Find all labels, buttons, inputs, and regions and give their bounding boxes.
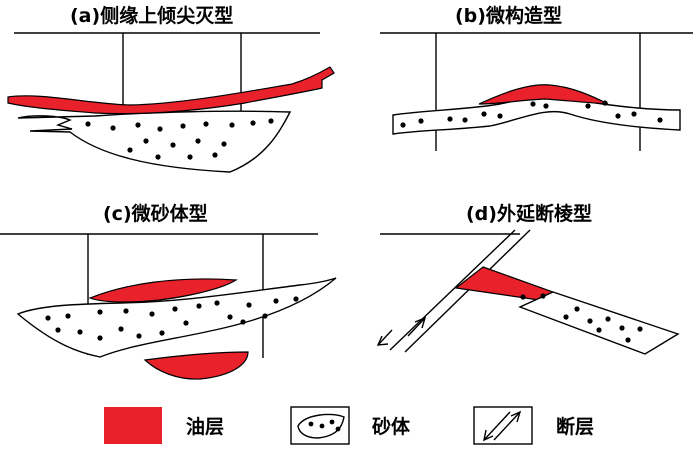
panel-c: (c)微砂体型 bbox=[0, 202, 336, 379]
panel-b-title: (b)微构造型 bbox=[455, 4, 562, 27]
legend-sand-label: 砂体 bbox=[372, 415, 411, 438]
panel-a-sand-body bbox=[18, 111, 290, 172]
panel-a: (a)侧缘上倾尖灭型 bbox=[8, 4, 334, 172]
panel-a-title: (a)侧缘上倾尖灭型 bbox=[70, 4, 233, 27]
panel-a-oil-layer bbox=[8, 67, 334, 114]
panel-d-title: (d)外延断棱型 bbox=[466, 202, 592, 225]
panel-d-sand-body bbox=[520, 292, 678, 354]
legend-sand-swatch bbox=[291, 407, 349, 444]
panel-d: (d)外延断棱型 bbox=[378, 202, 678, 354]
legend-fault-label: 断层 bbox=[556, 415, 594, 438]
legend: 油层 砂体 断层 bbox=[104, 407, 594, 444]
legend-fault-swatch bbox=[474, 407, 532, 444]
legend-oil-label: 油层 bbox=[186, 416, 224, 438]
panel-c-oil-lens-lower bbox=[145, 352, 248, 379]
legend-oil-swatch bbox=[104, 407, 162, 444]
panel-d-fault-arrows bbox=[378, 318, 425, 345]
panel-c-title: (c)微砂体型 bbox=[103, 202, 208, 225]
panel-b: (b)微构造型 bbox=[380, 4, 693, 151]
